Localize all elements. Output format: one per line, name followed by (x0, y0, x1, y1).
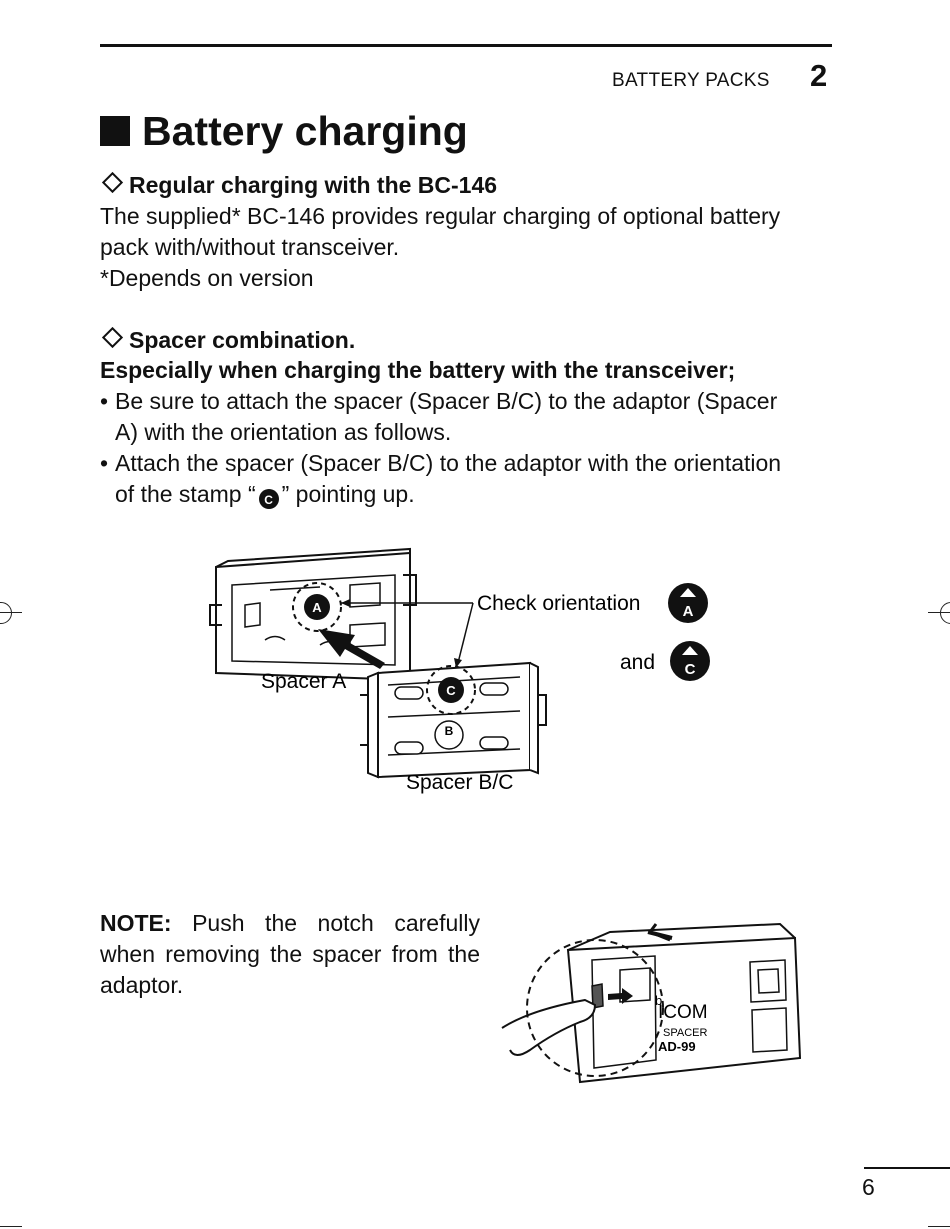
crop-mark-left-circle (0, 602, 12, 624)
bullet-marker: • (100, 450, 109, 476)
adaptor-notch-diagram: b ICOM SPACER AD-99 (501, 922, 802, 1084)
stamp-b-text: B (445, 724, 454, 738)
section1-heading: Regular charging with the BC-146 (100, 171, 497, 199)
adaptor-mark: b (655, 993, 662, 1008)
insert-arrow-icon (318, 629, 385, 669)
adaptor-brand: ICOM (658, 1002, 708, 1023)
dashed-circle-c (426, 665, 476, 715)
crop-mark-right-h (928, 612, 950, 613)
stamp-c-large-text: C (685, 661, 696, 678)
crop-mark-right-circle (940, 602, 950, 624)
stamp-a-icon (304, 594, 330, 620)
square-bullet-icon (100, 116, 130, 146)
stamp-a-large-text: A (683, 603, 694, 620)
note-paragraph: NOTE: Push the notch carefully when remo… (100, 908, 480, 1001)
and-label: and (620, 651, 655, 674)
check-orientation-label: Check orientation (477, 592, 640, 615)
spacer-bc-label: Spacer B/C (406, 771, 513, 794)
section2-heading: Spacer combination. (100, 326, 355, 354)
diamond-icon (101, 326, 124, 349)
section1-line1: The supplied* BC-146 provides regular ch… (100, 203, 781, 229)
page-title: Battery charging (100, 108, 468, 155)
section1-line2: pack with/without transceiver. (100, 234, 400, 260)
section1-body: The supplied* BC-146 provides regular ch… (100, 201, 780, 294)
diamond-icon (101, 171, 124, 194)
crop-mark-bottom-right (928, 1226, 950, 1227)
section2-subheading: Especially when charging the battery wit… (100, 357, 736, 383)
push-arrow-icon (608, 988, 633, 1004)
section-title: BATTERY PACKS (612, 70, 770, 91)
footer-rule (864, 1167, 950, 1169)
stamp-c-icon: C (258, 489, 279, 509)
stamp-b-icon (434, 720, 464, 750)
dashed-circle-notch (526, 939, 664, 1077)
adaptor-product: SPACER (663, 1027, 707, 1039)
header-rule (100, 44, 832, 47)
adaptor-model: AD-99 (658, 1039, 696, 1054)
stamp-c-text: C (446, 683, 456, 698)
callout-line-c (457, 602, 474, 664)
section1-footnote: *Depends on version (100, 265, 314, 291)
list-item: • Attach the spacer (Spacer B/C) to the … (100, 450, 782, 509)
list-item: • Be sure to attach the spacer (Spacer B… (100, 388, 778, 445)
bullet-list: • Be sure to attach the spacer (Spacer B… (100, 386, 840, 510)
finger-drawing (501, 998, 597, 1056)
spacer-a-label: Spacer A (261, 670, 346, 693)
dashed-circle-a (292, 582, 342, 632)
page-title-text: Battery charging (142, 108, 468, 154)
callout-arrowhead-c (454, 658, 462, 668)
stamp-c-large-icon (670, 641, 710, 681)
bullet-marker: • (100, 388, 109, 414)
stamp-a-large-icon (668, 583, 708, 623)
callout-arrowhead-a (341, 599, 350, 607)
chapter-number: 2 (810, 58, 828, 93)
note-label: NOTE: (100, 910, 172, 936)
spacer-orientation-diagram: B A C Check orientation A and C Spacer A… (209, 547, 710, 794)
page-number: 6 (862, 1174, 875, 1200)
note-text: Push the notch carefully when removing t… (100, 910, 480, 998)
adaptor-drawing (566, 922, 802, 1084)
stamp-a-text: A (312, 600, 322, 615)
crop-mark-bottom-left (0, 1226, 22, 1227)
spacer-bc-drawing (360, 661, 547, 779)
stamp-c-icon (438, 677, 464, 703)
notch-icon (591, 983, 604, 1009)
